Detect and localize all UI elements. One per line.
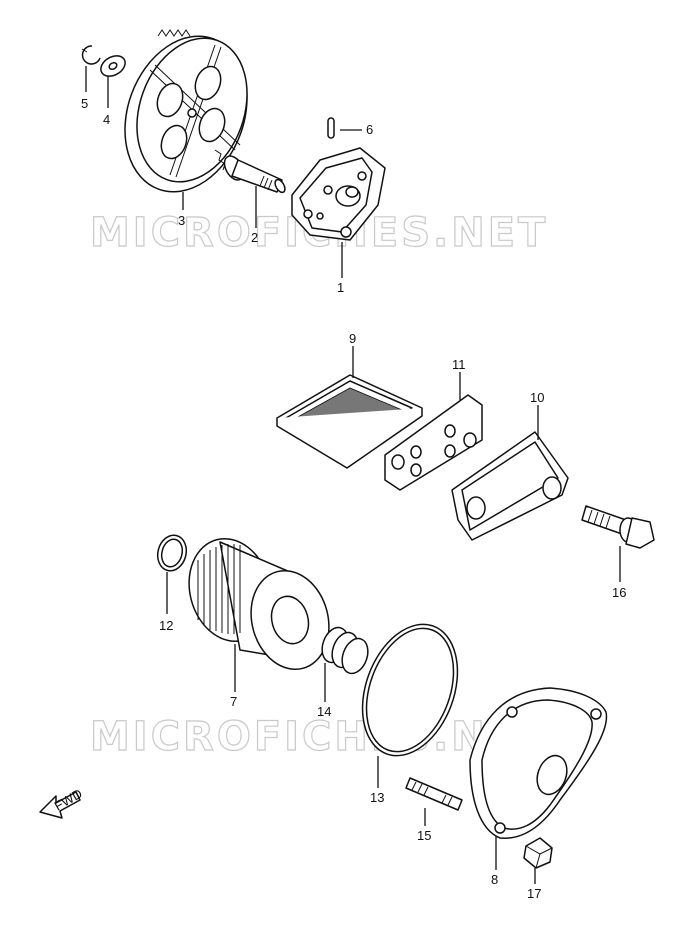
part-10-strainer-cap[interactable] xyxy=(451,431,569,541)
fwd-arrow: FWD xyxy=(39,786,85,819)
part-17-drain-plug[interactable] xyxy=(523,837,553,869)
callout-9: 9 xyxy=(349,331,356,346)
part-7-oil-filter[interactable] xyxy=(178,529,340,678)
part-3-pump-gear[interactable] xyxy=(104,19,268,209)
part-14-spring[interactable] xyxy=(318,624,373,677)
callout-labels: 5 4 3 2 6 1 9 11 10 16 12 7 14 13 15 8 1… xyxy=(81,96,626,901)
callout-13: 13 xyxy=(370,790,384,805)
part-15-stud[interactable] xyxy=(405,777,463,811)
callout-3: 3 xyxy=(178,213,185,228)
part-1-pump-body[interactable] xyxy=(291,147,386,241)
part-16-bolt[interactable] xyxy=(581,505,655,549)
part-2-pump-shaft[interactable] xyxy=(221,153,287,194)
callout-4: 4 xyxy=(103,112,110,127)
part-6-pin[interactable] xyxy=(327,117,335,139)
part-8-filter-cap[interactable] xyxy=(469,687,608,839)
callout-7: 7 xyxy=(230,694,237,709)
part-5-circlip[interactable] xyxy=(81,45,101,65)
callout-15: 15 xyxy=(417,828,431,843)
callout-16: 16 xyxy=(612,585,626,600)
callout-5: 5 xyxy=(81,96,88,111)
callout-12: 12 xyxy=(159,618,173,633)
part-13-large-o-ring[interactable] xyxy=(345,611,474,769)
callout-1: 1 xyxy=(337,280,344,295)
watermark-bottom: MICROFICHES.NET xyxy=(90,714,548,760)
callout-2: 2 xyxy=(251,230,258,245)
callout-17: 17 xyxy=(527,886,541,901)
part-12-o-ring[interactable] xyxy=(154,532,190,574)
callout-14: 14 xyxy=(317,704,331,719)
fwd-label: FWD xyxy=(52,786,85,814)
part-4-washer[interactable] xyxy=(97,52,129,81)
callout-11: 11 xyxy=(452,357,466,372)
callout-8: 8 xyxy=(491,872,498,887)
leader-lines xyxy=(85,66,621,884)
callout-10: 10 xyxy=(530,390,544,405)
callout-6: 6 xyxy=(366,122,373,137)
part-9-oil-strainer[interactable] xyxy=(276,374,423,469)
part-11-gasket[interactable] xyxy=(384,394,483,491)
